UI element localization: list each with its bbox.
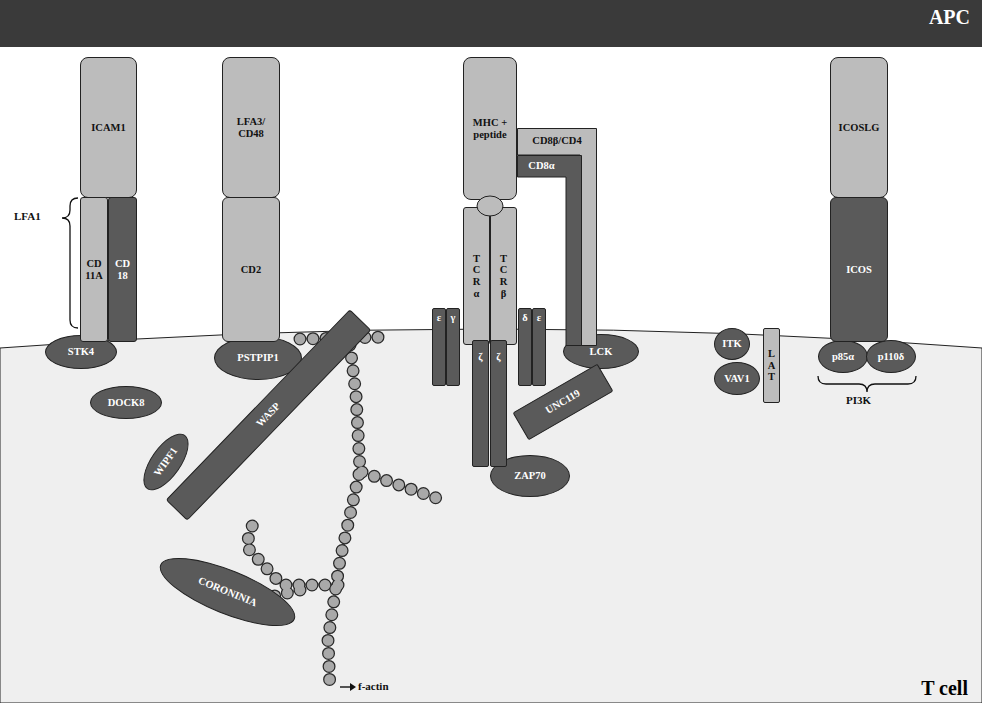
cd3-chain: ε [532, 308, 546, 386]
tcr-chain: T C R α [463, 207, 490, 345]
annotation-label: PI3K [846, 394, 896, 406]
cd3-chain: γ [446, 308, 460, 386]
mhc-box: MHC + peptide [463, 57, 517, 200]
node-label: WASP [254, 400, 283, 429]
node-label: ε [437, 312, 442, 324]
node-label: T cell [921, 677, 968, 699]
protein-ellipse: p110δ [866, 340, 916, 373]
protein-ellipse: DOCK8 [90, 386, 162, 419]
node-label: γ [451, 312, 456, 324]
node-label: CD8α [528, 160, 554, 172]
node-outline-path [0, 329, 982, 703]
annotation-label: LFA1 [14, 210, 64, 222]
node-label: T C R β [498, 253, 510, 300]
protein-ellipse: VAV1 [714, 362, 760, 395]
integrin-chain: CD 11A [80, 197, 108, 342]
node-label: CD2 [241, 264, 261, 276]
node-label: CORONINIA [196, 575, 258, 609]
tcr-chain: T C R β [490, 207, 517, 345]
node-label: WIPF1 [152, 445, 180, 479]
ligand-box: ICOSLG [830, 57, 888, 198]
cd3-chain: δ [518, 308, 532, 386]
node-label: PSTPIP1 [237, 352, 278, 364]
node-label: VAV1 [724, 373, 749, 385]
adaptor-bar: L A T [763, 328, 780, 403]
node-label: p110δ [878, 351, 904, 363]
annotation-label: f-actin [358, 680, 418, 692]
node-label: L A T [767, 348, 777, 383]
node-label: APC [929, 6, 970, 28]
node-label: ITK [722, 338, 741, 350]
node-label: δ [522, 312, 527, 324]
node-label: CD 18 [112, 258, 134, 282]
node-label: CD8β/CD4 [532, 135, 581, 147]
zeta-chain: ζ [472, 340, 489, 467]
node-label: ICAM1 [91, 122, 125, 134]
node-label: ICOSLG [839, 122, 880, 134]
node-outline-path [518, 156, 582, 346]
node-label: DOCK8 [108, 397, 145, 409]
cd3-chain: ε [432, 308, 446, 386]
node-label: LFA3/ CD48 [231, 116, 271, 140]
node-label: LCK [590, 346, 613, 358]
node-label: T C R α [471, 253, 483, 300]
node-label: MHC + peptide [469, 117, 511, 141]
node-label: ICOS [846, 264, 872, 276]
node-label: UNC119 [544, 387, 583, 416]
node-label: ζ [496, 351, 500, 363]
node-label: ζ [478, 351, 482, 363]
ligand-box: LFA3/ CD48 [222, 57, 280, 198]
protein-ellipse: p85α [818, 340, 868, 373]
node-label: STK4 [68, 346, 94, 358]
protein-ellipse: ITK [714, 328, 750, 360]
node-label: CD 11A [83, 258, 105, 282]
integrin-chain: CD 18 [108, 197, 137, 342]
zeta-chain: ζ [490, 340, 507, 467]
receptor-box: CD2 [222, 197, 280, 342]
node-label: ε [537, 312, 542, 324]
node-label: p85α [832, 351, 854, 363]
apc-membrane: APC [0, 0, 982, 47]
ligand-box: ICAM1 [80, 57, 137, 198]
receptor-box: ICOS [830, 197, 888, 342]
node-label: ZAP70 [514, 470, 546, 482]
